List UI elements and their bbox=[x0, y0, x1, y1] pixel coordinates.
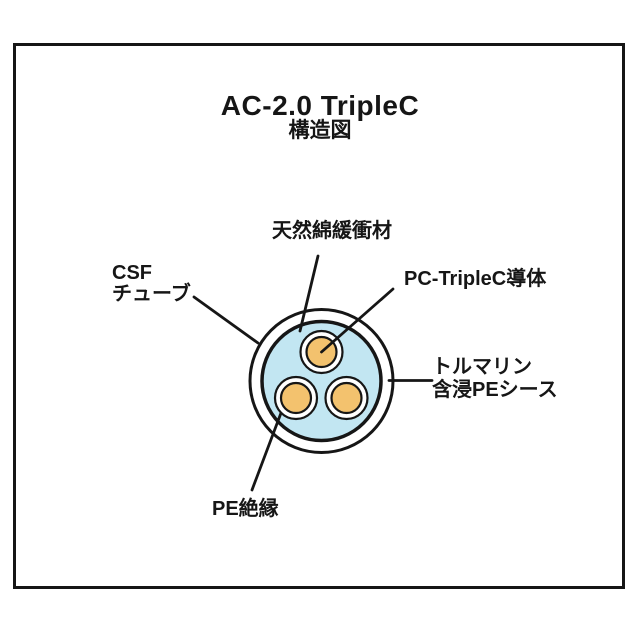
conductor-core-bottom-right bbox=[330, 381, 363, 415]
label-cotton-cushion: 天然綿緩衝材 bbox=[272, 220, 392, 242]
leader-line-cotton bbox=[298, 254, 320, 333]
diagram-frame bbox=[13, 43, 625, 589]
label-csf-tube-line2: チューブ bbox=[112, 283, 191, 305]
label-tourmaline-pe-sheath-line1: トルマリン bbox=[432, 356, 532, 378]
label-csf-tube: CSF チューブ bbox=[112, 263, 191, 305]
page-title: AC-2.0 TripleC bbox=[220, 90, 420, 121]
label-tourmaline-pe-sheath: トルマリン 含浸PEシース bbox=[432, 356, 558, 402]
page-subtitle: 構造図 bbox=[288, 119, 352, 142]
label-tourmaline-pe-sheath-line2: 含浸PEシース bbox=[432, 379, 558, 401]
label-csf-tube-line1: CSF bbox=[112, 262, 152, 284]
label-pe-insulation: PE絶縁 bbox=[212, 498, 279, 520]
label-pc-triplec-conductor: PC-TripleC導体 bbox=[404, 268, 547, 290]
leader-line-conductor bbox=[320, 287, 395, 354]
leader-line-csf-tube bbox=[192, 295, 260, 345]
conductor-core-bottom-left bbox=[279, 381, 313, 415]
leader-line-insulation bbox=[250, 411, 283, 492]
